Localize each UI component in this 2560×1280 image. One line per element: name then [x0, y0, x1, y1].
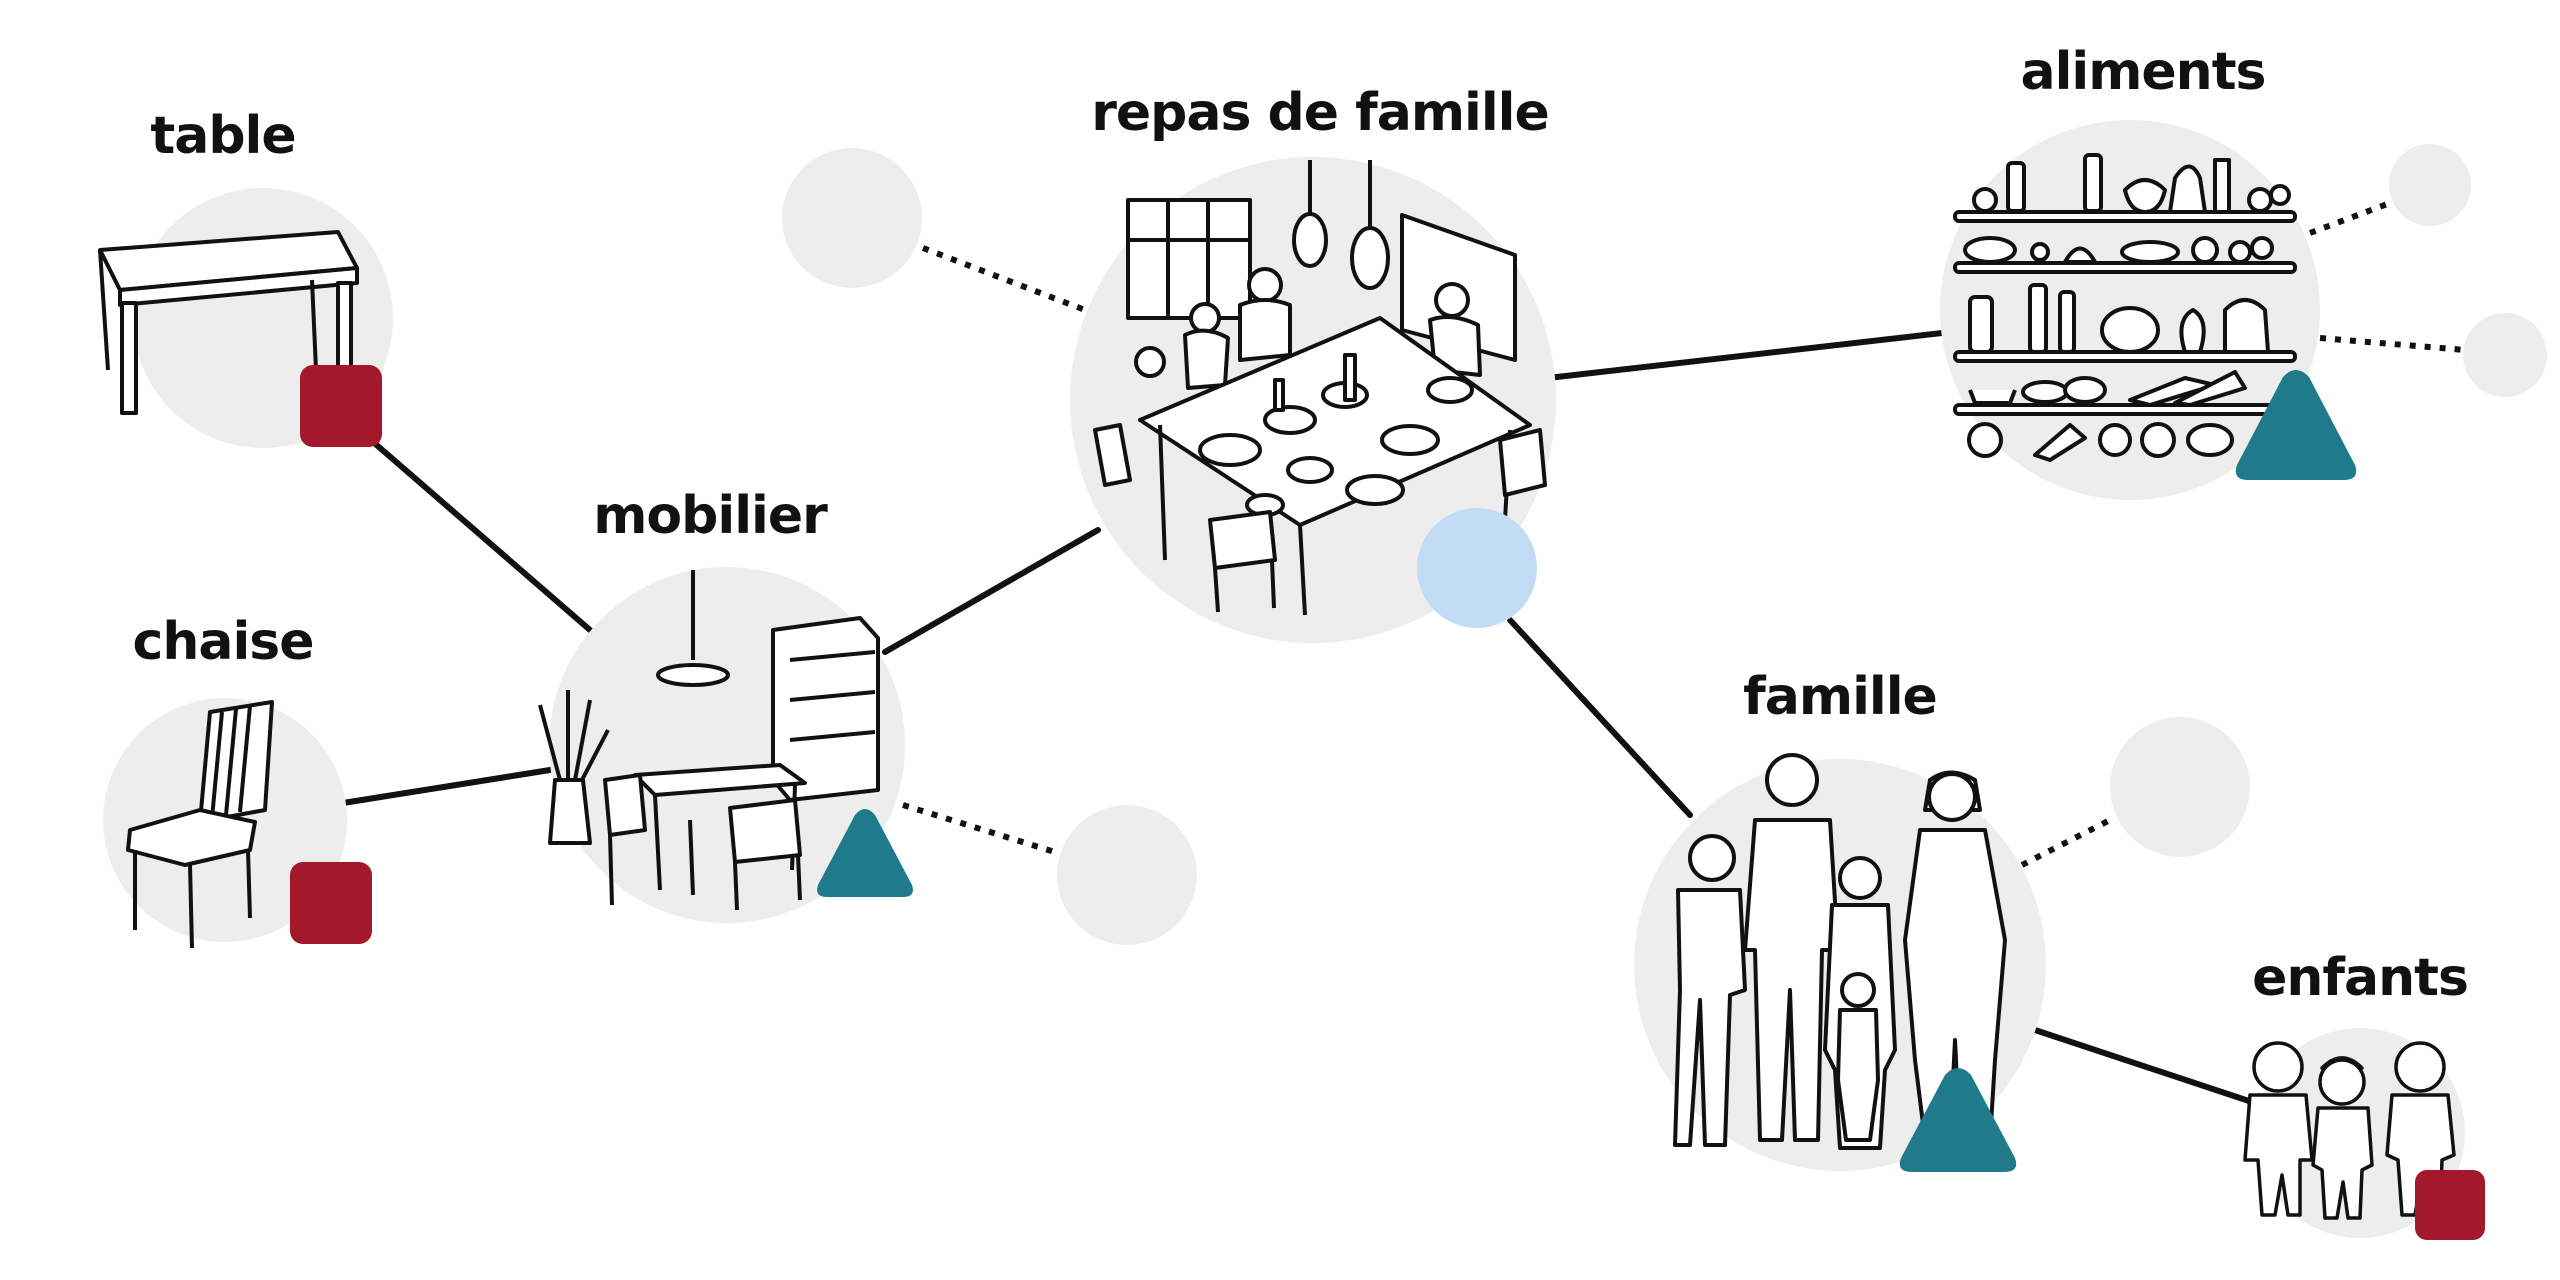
marker-square-icon — [2415, 1170, 2485, 1240]
edge-repas-famille — [1507, 617, 1693, 818]
edge-aliments-placeholder-1 — [2308, 200, 2392, 236]
markers — [290, 365, 2485, 1240]
node-label-famille: famille — [1743, 667, 1938, 727]
marker-triangle-icon — [2235, 370, 2357, 480]
node-label-chaise: chaise — [132, 612, 315, 672]
edge-repas-aliments — [1545, 330, 1945, 381]
marker-triangle-icon — [1899, 1068, 2017, 1172]
chair-sketch-icon — [126, 700, 274, 949]
table-sketch-icon — [98, 230, 359, 415]
edge-famille-enfants — [2032, 1027, 2258, 1106]
edge-chaise-mobilier — [340, 767, 553, 806]
node-label-mobilier: mobilier — [593, 486, 828, 546]
edge-mobilier-placeholder — [902, 802, 1059, 856]
node-label-enfants: enfants — [2252, 948, 2469, 1008]
dotted-edges — [902, 200, 2466, 868]
family-group-sketch-icon — [1673, 753, 2007, 1150]
children-sketch-icon — [2243, 1041, 2456, 1220]
marker-triangle-icon — [817, 809, 913, 897]
node-label-aliments: aliments — [2020, 42, 2266, 102]
dining-furniture-sketch-icon — [538, 570, 880, 911]
family-meal-sketch-icon — [1093, 160, 1547, 616]
placeholder-nodes — [782, 144, 2547, 945]
edge-table-mobilier — [369, 438, 593, 633]
placeholder-node[interactable] — [2463, 313, 2547, 397]
marker-circle-icon — [1417, 508, 1537, 628]
placeholder-node[interactable] — [2389, 144, 2471, 226]
edge-mobilier-repas — [882, 527, 1101, 655]
edge-repas-placeholder — [921, 245, 1087, 313]
food-shelves-sketch-icon — [1953, 153, 2297, 462]
edge-aliments-placeholder-2 — [2319, 335, 2466, 353]
placeholder-node[interactable] — [782, 148, 922, 288]
node-label-table: table — [150, 106, 296, 166]
marker-square-icon — [290, 862, 372, 944]
marker-square-icon — [300, 365, 382, 447]
edges — [340, 330, 2258, 1106]
placeholder-node[interactable] — [1057, 805, 1197, 945]
node-label-repas: repas de famille — [1091, 83, 1550, 143]
placeholder-node[interactable] — [2110, 717, 2250, 857]
node-circles — [103, 120, 2465, 1238]
edge-famille-placeholder — [2020, 817, 2112, 868]
